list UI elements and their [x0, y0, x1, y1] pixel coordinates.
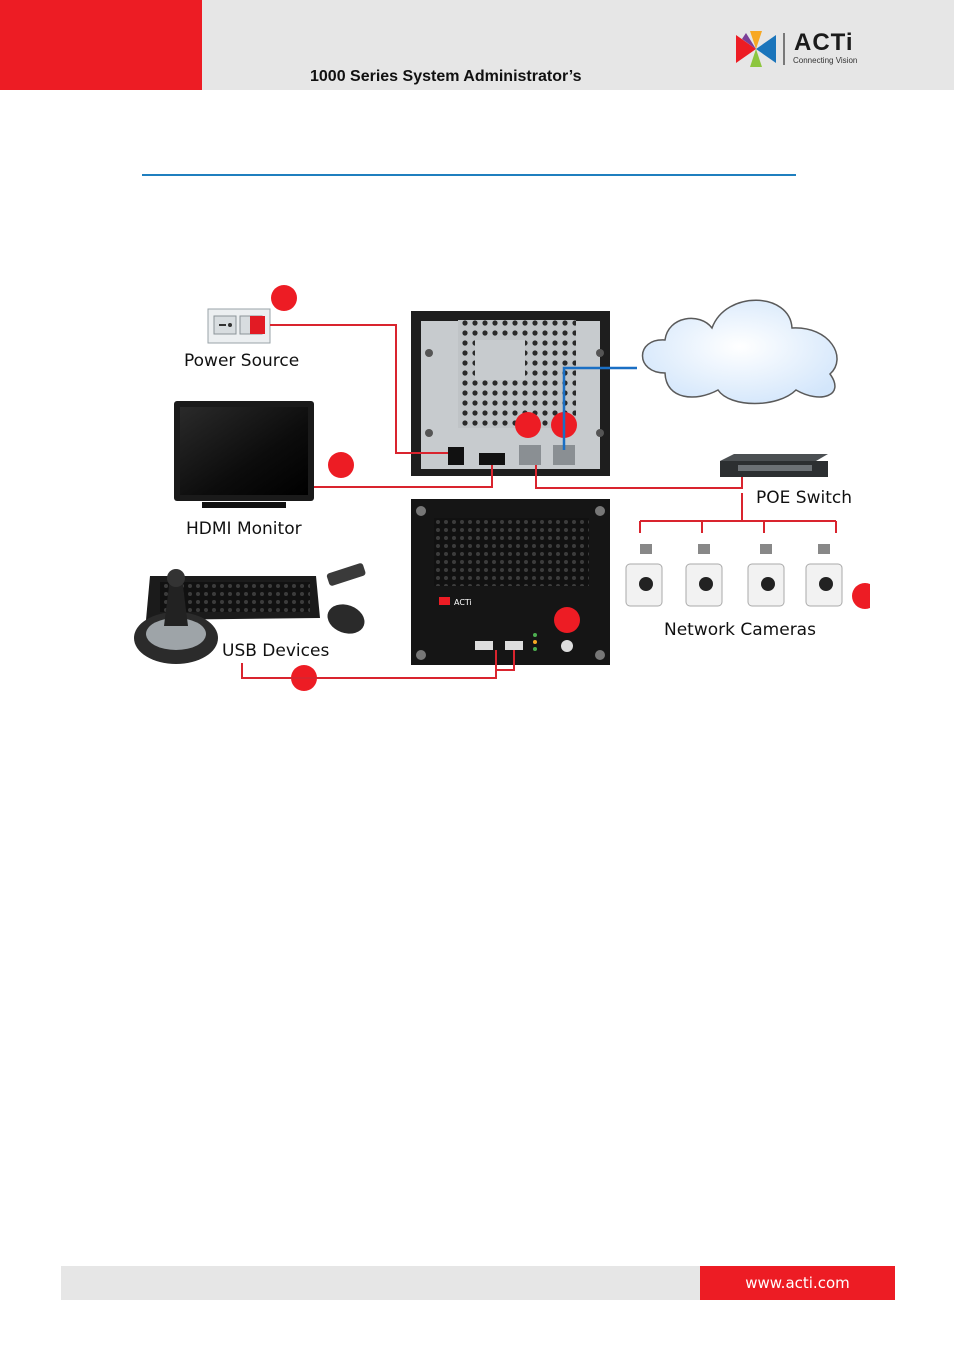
lan-port-icon — [553, 445, 575, 465]
label-poe-switch: POE Switch — [756, 488, 852, 508]
cable-lines — [241, 324, 837, 679]
power-outlet-icon — [207, 308, 271, 344]
callout-marker — [852, 583, 870, 609]
callout-marker — [271, 285, 297, 311]
dc-power-port-icon — [448, 447, 464, 465]
network-camera-icon — [747, 544, 785, 607]
label-hdmi-monitor: HDMI Monitor — [186, 519, 302, 539]
usb-port-icon — [505, 641, 523, 650]
nvr-front-panel: ACTi — [411, 499, 610, 665]
network-camera-icon — [625, 544, 663, 607]
header-accent-block — [0, 0, 202, 90]
logo-wordmark: ACTi — [794, 29, 854, 56]
internet-cloud-icon — [641, 299, 838, 405]
logo-tagline: Connecting Vision — [793, 56, 858, 65]
document-title: 1000 Series System Administrator’s — [310, 68, 582, 85]
callout-marker — [328, 452, 354, 478]
acti-bowtie-icon — [736, 31, 785, 67]
acti-logo: ACTi Connecting Vision — [734, 29, 874, 69]
section-divider — [142, 174, 796, 176]
device-logo: ACTi — [454, 598, 472, 607]
hdmi-port-icon — [479, 453, 505, 465]
joystick-icon — [134, 569, 218, 664]
power-button-icon — [561, 640, 573, 652]
lan-port-icon — [519, 445, 541, 465]
callout-marker — [554, 607, 580, 633]
nvr-rear-panel — [411, 311, 610, 476]
connection-diagram: Power Source HDMI Monitor USB Devices — [134, 285, 870, 691]
network-camera-icon — [805, 544, 843, 607]
uplink-cable — [562, 366, 637, 450]
footer-website: www.acti.com — [700, 1266, 895, 1300]
poe-switch-icon — [720, 454, 828, 477]
usb-stick-icon — [326, 563, 366, 586]
label-network-cameras: Network Cameras — [664, 620, 816, 640]
mouse-icon — [327, 604, 365, 634]
label-usb-devices: USB Devices — [222, 641, 329, 661]
network-camera-icon — [685, 544, 723, 607]
label-power-source: Power Source — [184, 351, 299, 371]
usb-port-icon — [475, 641, 493, 650]
callout-marker — [515, 412, 541, 438]
hdmi-monitor-icon — [174, 401, 314, 508]
